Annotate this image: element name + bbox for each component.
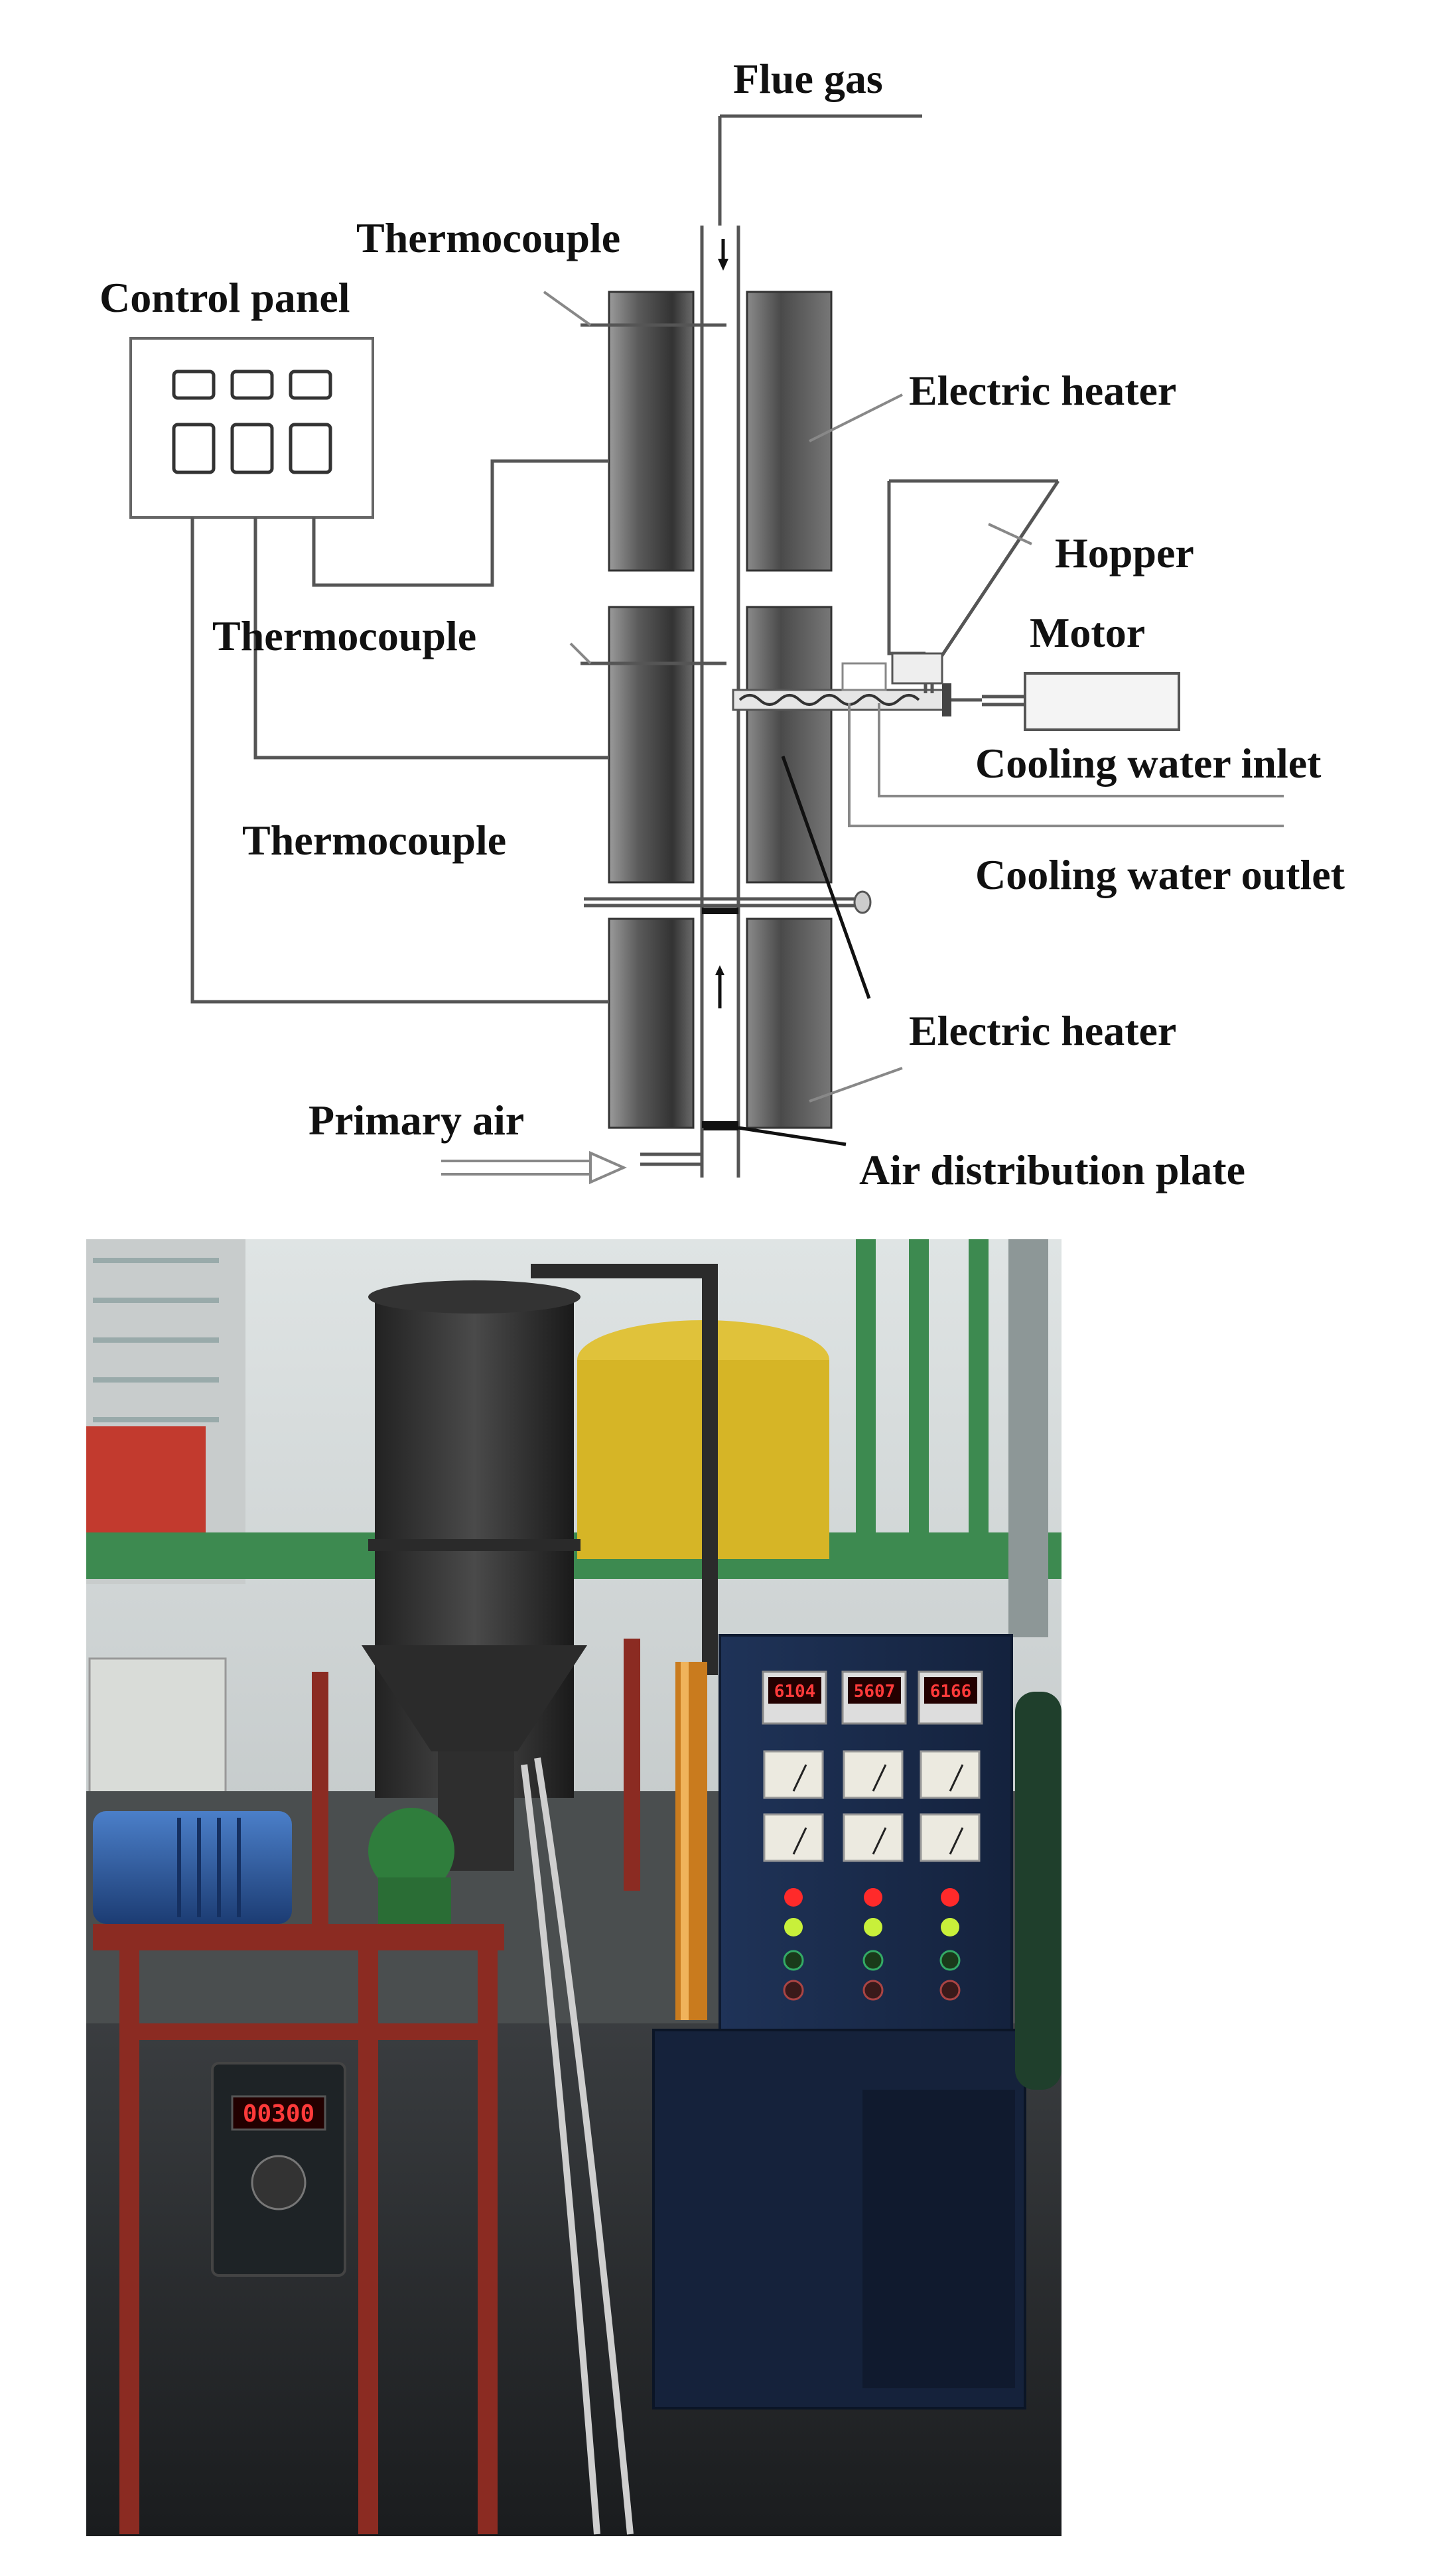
pointer-electric-heater-middle <box>781 756 871 999</box>
cooling-water-lines <box>841 662 1284 827</box>
hopper <box>887 479 1060 693</box>
temperature-controller-1: 6104 <box>762 1670 827 1725</box>
thermocouple-middle <box>569 642 726 665</box>
control-panel <box>129 337 374 519</box>
label-cooling-water-inlet: Cooling water inlet <box>975 740 1322 787</box>
pointer-hopper <box>988 523 1032 545</box>
temperature-controller-2: 5607 <box>841 1670 907 1725</box>
temperature-controller-3: 6166 <box>918 1670 983 1725</box>
indicator-lamps <box>783 1888 961 2001</box>
label-control-panel: Control panel <box>100 274 350 321</box>
thermocouple-bottom <box>584 890 872 914</box>
label-primary-air: Primary air <box>308 1097 524 1144</box>
label-flue-gas: Flue gas <box>733 55 883 102</box>
electric-heater-bottom-left <box>608 917 695 1129</box>
motor <box>1024 672 1180 731</box>
label-thermocouple-middle: Thermocouple <box>212 612 476 659</box>
label-thermocouple-bottom: Thermocouple <box>242 817 506 864</box>
flue-gas-pipe <box>718 114 922 271</box>
thermocouple-top <box>543 291 726 327</box>
label-air-distribution-plate: Air distribution plate <box>859 1146 1245 1193</box>
electric-heater-top-right <box>746 291 833 572</box>
label-cooling-water-outlet: Cooling water outlet <box>975 851 1345 898</box>
label-electric-heater-bottom: Electric heater <box>909 1007 1176 1054</box>
label-thermocouple-top: Thermocouple <box>356 214 620 261</box>
label-electric-heater-top: Electric heater <box>909 367 1176 414</box>
upflow-arrow <box>715 965 724 1008</box>
label-hopper: Hopper <box>1055 529 1194 576</box>
apparatus-photo: 00300 6104 5607 <box>86 1239 1062 2536</box>
air-distribution-plate <box>702 1121 847 1146</box>
pointer-electric-heater-bottom <box>809 1067 903 1103</box>
electric-heater-middle-left <box>608 606 695 884</box>
screw-feeder <box>732 683 1025 716</box>
analog-meters <box>763 1750 981 1862</box>
controller-display-1: 6104 <box>774 1682 816 1702</box>
label-motor: Motor <box>1030 609 1145 656</box>
control-wiring <box>190 459 609 1004</box>
inverter-display: 00300 <box>243 2100 314 2128</box>
controller-display-3: 6166 <box>930 1682 972 1702</box>
electric-heater-middle-right <box>746 606 833 884</box>
primary-air-inlet <box>441 1128 704 1185</box>
controller-display-2: 5607 <box>854 1682 896 1702</box>
pointer-electric-heater-top <box>809 393 903 442</box>
electric-heater-top-left <box>608 291 695 572</box>
schematic-diagram: Flue gas Thermocouple Control panel Elec… <box>100 55 1345 1193</box>
electric-heater-bottom-right <box>746 917 833 1129</box>
